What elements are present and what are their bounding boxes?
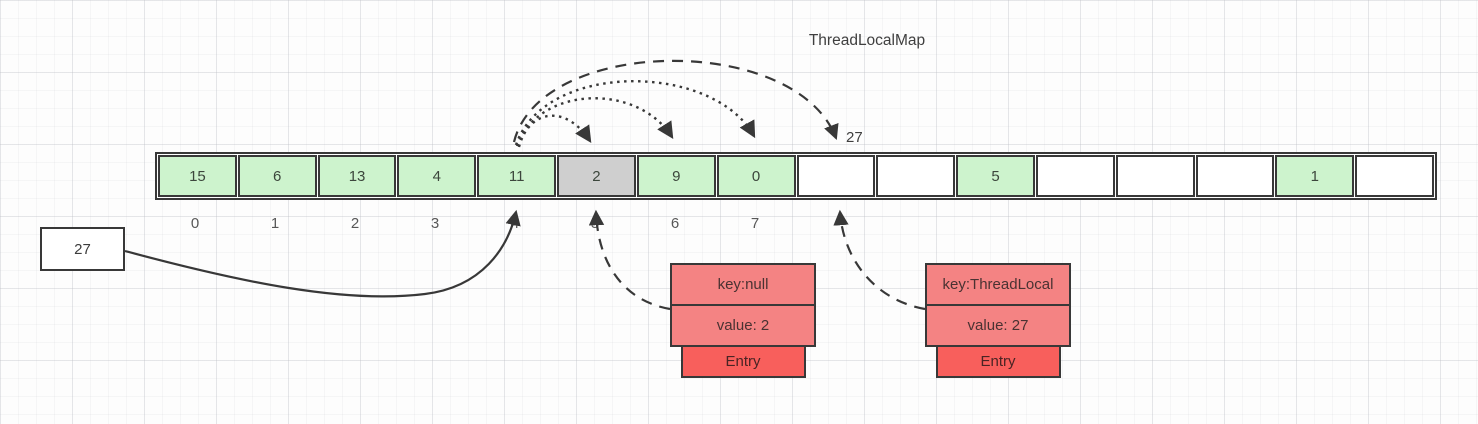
array-cell-6: 9 — [636, 155, 716, 197]
array-cell-1: 6 — [237, 155, 317, 197]
index-label-7: 7 — [750, 215, 760, 232]
incoming-value-box: 27 — [40, 227, 125, 271]
entry-type-label: Entry — [935, 345, 1061, 378]
array-cell-9 — [876, 155, 956, 197]
probe-arc-slot6 — [515, 97, 674, 147]
array-cell-5: 2 — [557, 155, 636, 197]
index-label-2: 2 — [350, 215, 360, 232]
array-cell-14: 1 — [1275, 155, 1355, 197]
array-cell-11 — [1035, 155, 1115, 197]
entry-type-label: Entry — [680, 345, 806, 378]
entry-value-2: value: 2 — [670, 304, 816, 347]
entry-card-threadlocal: key:ThreadLocal value: 27 Entry — [925, 263, 1071, 378]
array-cell-3: 4 — [397, 155, 477, 197]
threadlocalmap-array: 15 6 13 4 11 2 9 0 5 1 — [155, 152, 1437, 200]
array-cell-0: 15 — [158, 155, 237, 197]
diagram-title: ThreadLocalMap — [808, 32, 926, 49]
array-index-labels: 0 1 2 3 4 5 6 7 — [155, 215, 795, 232]
index-label-4: 4 — [510, 215, 520, 232]
array-cell-4: 11 — [477, 155, 557, 197]
array-cell-7: 0 — [716, 155, 796, 197]
threadlocal-entry-arrow — [833, 209, 926, 311]
index-label-1: 1 — [270, 215, 280, 232]
entry-value-27: value: 27 — [925, 304, 1071, 347]
probe-arc-dashed-slot8 — [512, 59, 839, 143]
array-cell-10: 5 — [956, 155, 1035, 197]
array-cell-2: 13 — [317, 155, 397, 197]
array-cell-13 — [1195, 155, 1275, 197]
probe-arc-slot7 — [514, 80, 756, 146]
index-label-5: 5 — [590, 215, 600, 232]
array-cell-12 — [1115, 155, 1195, 197]
index-label-0: 0 — [190, 215, 200, 232]
index-label-3: 3 — [430, 215, 440, 232]
array-cell-15 — [1355, 155, 1434, 197]
entry-key-null: key:null — [670, 263, 816, 306]
index-label-6: 6 — [670, 215, 680, 232]
probe-arc-slot5 — [517, 114, 592, 148]
array-cell-8 — [796, 155, 876, 197]
entry-card-stale: key:null value: 2 Entry — [670, 263, 816, 378]
probe-landing-label: 27 — [846, 129, 863, 146]
entry-key-threadlocal: key:ThreadLocal — [925, 263, 1071, 306]
